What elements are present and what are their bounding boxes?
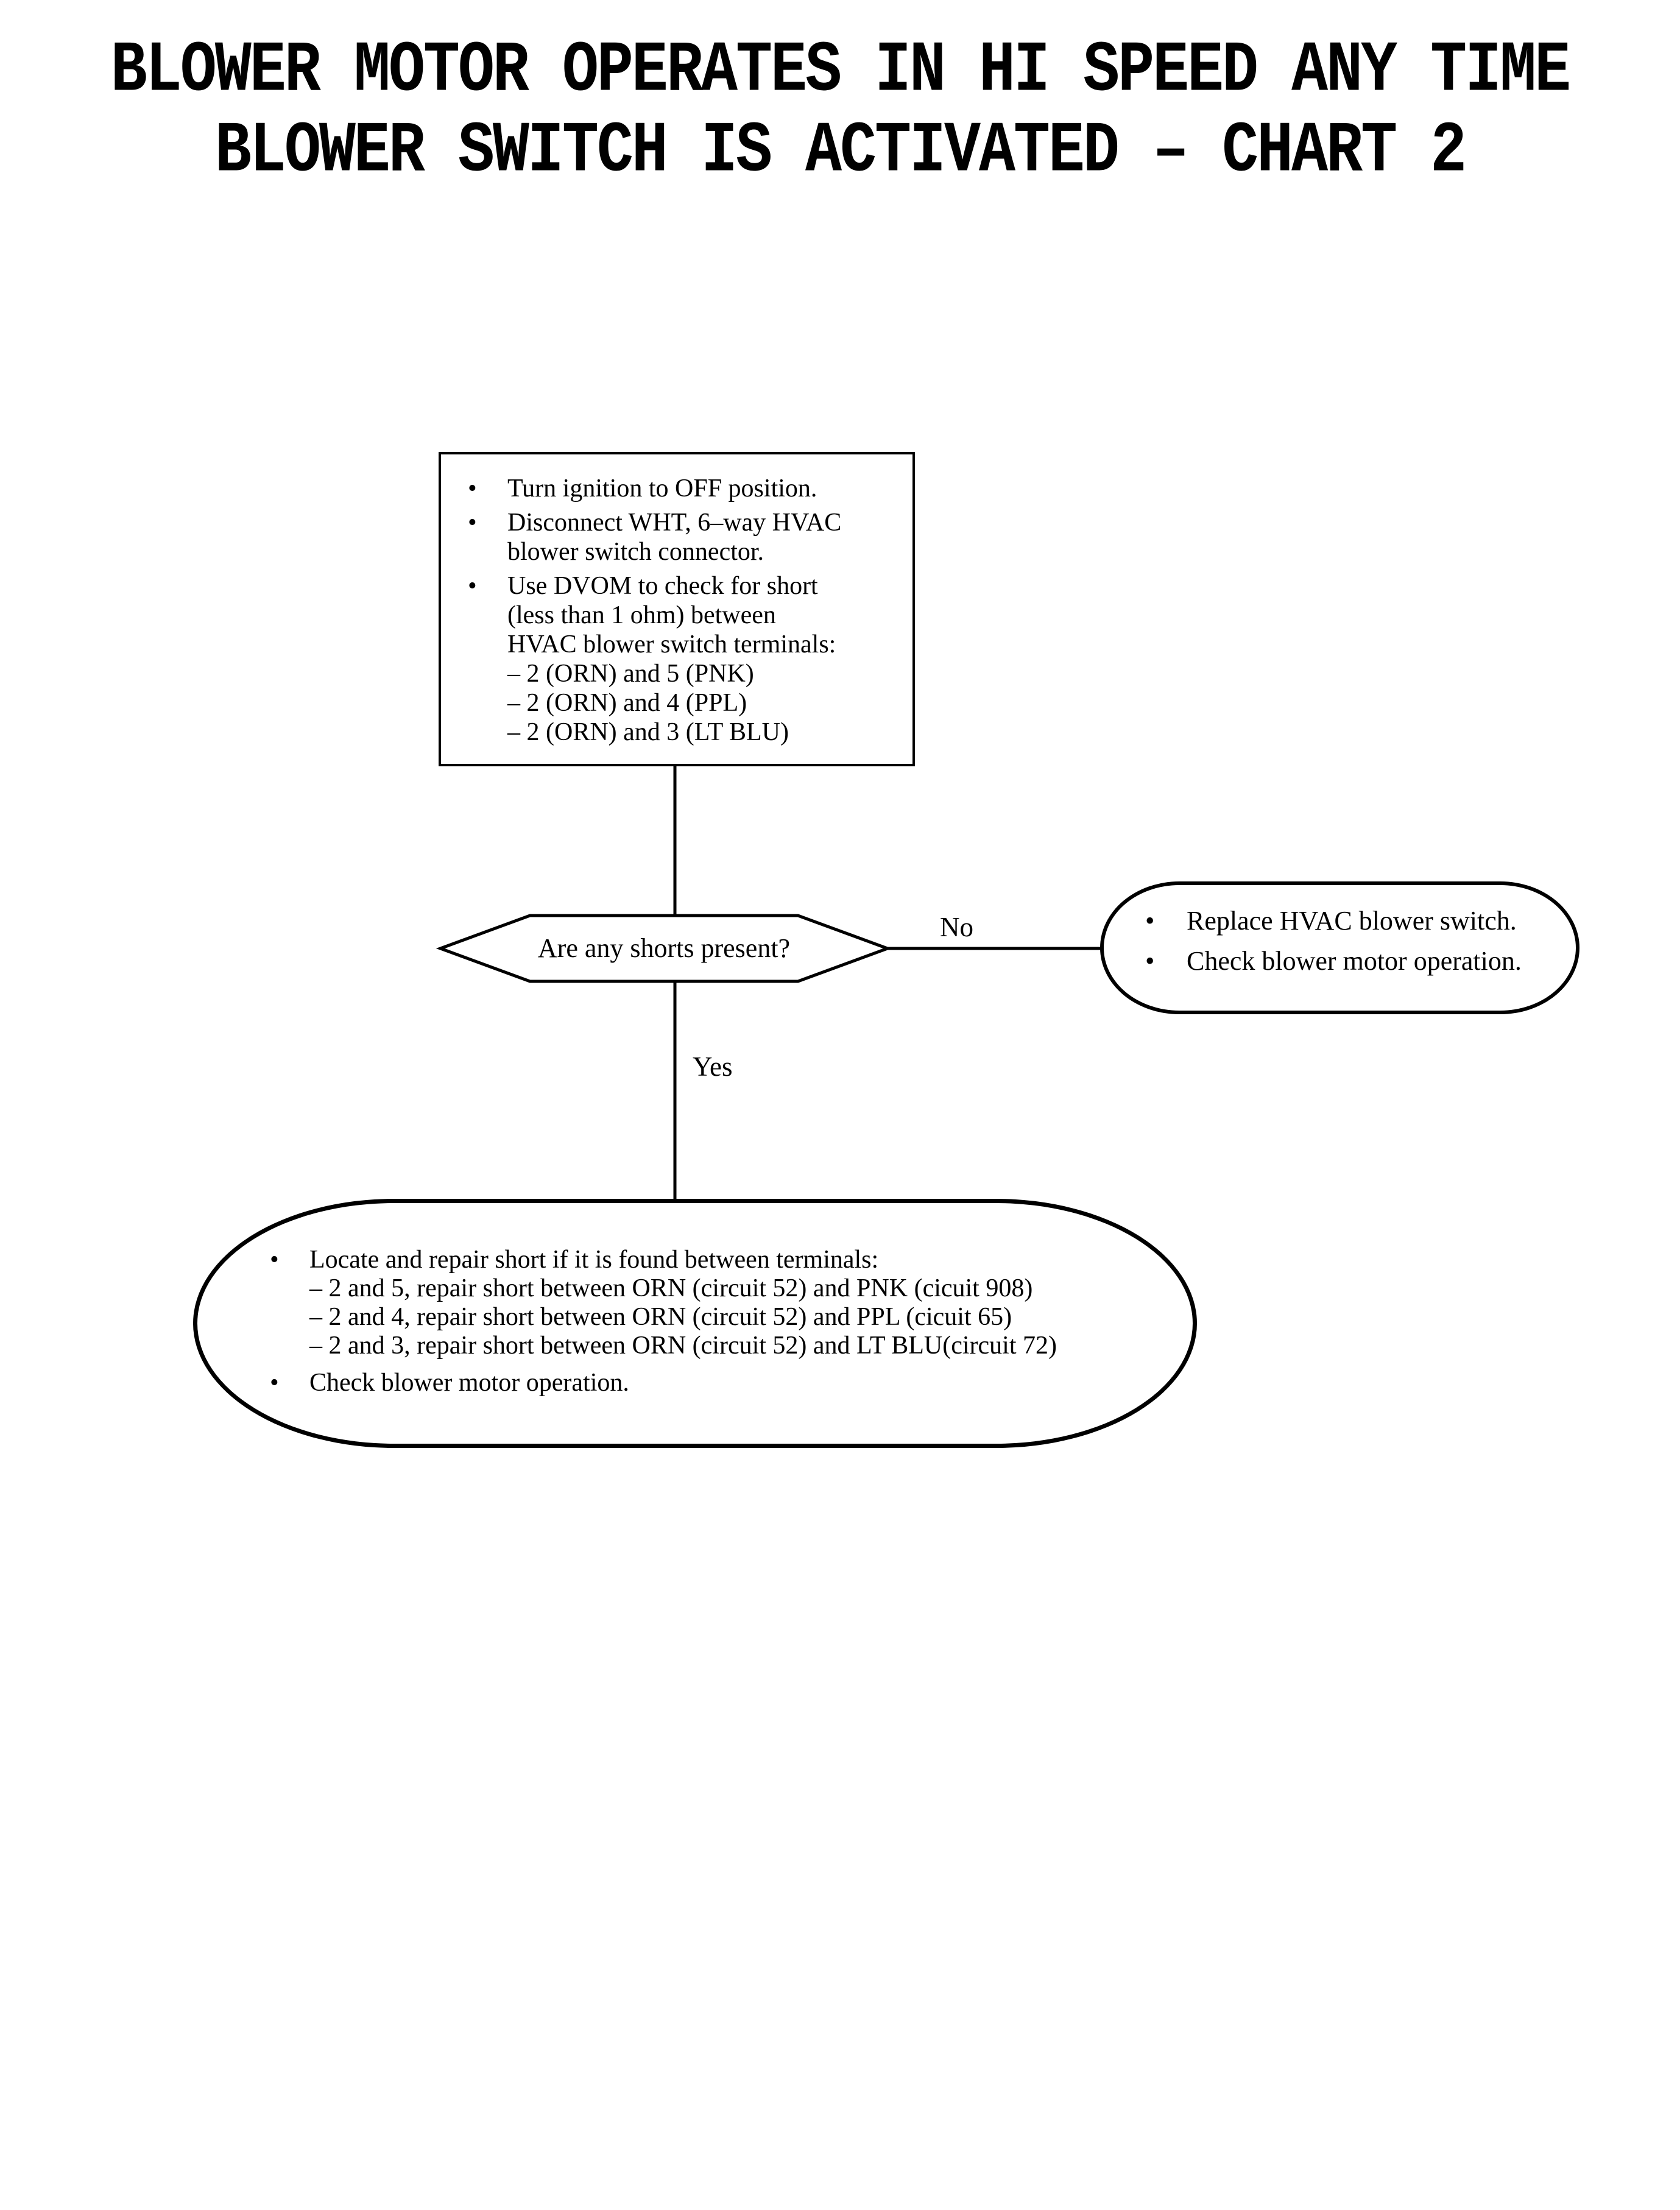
bullet-icon: • bbox=[270, 1369, 279, 1397]
bullet-icon: • bbox=[468, 572, 477, 600]
process-step-3-subline: – 2 (ORN) and 4 (PPL) bbox=[507, 689, 747, 717]
process-step-3: • Use DVOM to check for short (less than… bbox=[468, 571, 900, 747]
bullet-icon: • bbox=[468, 475, 477, 503]
process-step-1: • Turn ignition to OFF position. bbox=[468, 474, 900, 503]
yes-result-item-1-subline: – 2 and 3, repair short between ORN (cir… bbox=[309, 1332, 1057, 1360]
yes-branch-label: Yes bbox=[693, 1051, 733, 1082]
decision-question: Are any shorts present? bbox=[537, 933, 791, 963]
process-step-3-line: (less than 1 ohm) between bbox=[507, 601, 776, 629]
process-step-3-subline: – 2 (ORN) and 5 (PNK) bbox=[507, 660, 754, 688]
process-step-2: • Disconnect WHT, 6–way HVAC blower swit… bbox=[468, 508, 900, 567]
yes-result-item-2: • Check blower motor operation. bbox=[270, 1369, 1174, 1397]
yes-result-box: • Locate and repair short if it is found… bbox=[193, 1199, 1197, 1448]
process-step-3-subline: – 2 (ORN) and 3 (LT BLU) bbox=[507, 718, 789, 746]
yes-result-item-1-subline: – 2 and 5, repair short between ORN (cir… bbox=[309, 1274, 1033, 1302]
yes-result-item-1: • Locate and repair short if it is found… bbox=[270, 1246, 1174, 1360]
yes-result-item-1-subline: – 2 and 4, repair short between ORN (cir… bbox=[309, 1303, 1012, 1331]
no-result-box: • Replace HVAC blower switch. • Check bl… bbox=[1100, 881, 1579, 1014]
bullet-icon: • bbox=[468, 509, 477, 537]
no-result-item-2: • Check blower motor operation. bbox=[1145, 941, 1564, 981]
bullet-icon: • bbox=[270, 1246, 279, 1274]
yes-result-item-2-text: Check blower motor operation. bbox=[309, 1369, 629, 1397]
no-branch-label: No bbox=[940, 912, 973, 942]
yes-result-item-1-line: Locate and repair short if it is found b… bbox=[309, 1246, 879, 1274]
no-result-item-1-text: Replace HVAC blower switch. bbox=[1187, 906, 1517, 936]
page-title: BLOWER MOTOR OPERATES IN HI SPEED ANY TI… bbox=[0, 30, 1680, 193]
process-step-1-line: Turn ignition to OFF position. bbox=[507, 475, 817, 503]
process-step-2-line: blower switch connector. bbox=[507, 538, 764, 566]
decision-hexagon bbox=[436, 914, 892, 983]
process-step-3-line: Use DVOM to check for short bbox=[507, 572, 818, 600]
no-result-item-2-text: Check blower motor operation. bbox=[1187, 946, 1522, 976]
bullet-icon: • bbox=[1145, 946, 1155, 976]
page-title-line2: BLOWER SWITCH IS ACTIVATED – CHART 2 bbox=[214, 111, 1467, 193]
process-box: • Turn ignition to OFF position. • Disco… bbox=[439, 452, 915, 766]
page-title-line1: BLOWER MOTOR OPERATES IN HI SPEED ANY TI… bbox=[110, 30, 1571, 113]
bullet-icon: • bbox=[1145, 906, 1155, 936]
process-step-3-line: HVAC blower switch terminals: bbox=[507, 630, 836, 658]
process-step-2-line: Disconnect WHT, 6–way HVAC bbox=[507, 509, 842, 537]
no-result-item-1: • Replace HVAC blower switch. bbox=[1145, 901, 1564, 941]
